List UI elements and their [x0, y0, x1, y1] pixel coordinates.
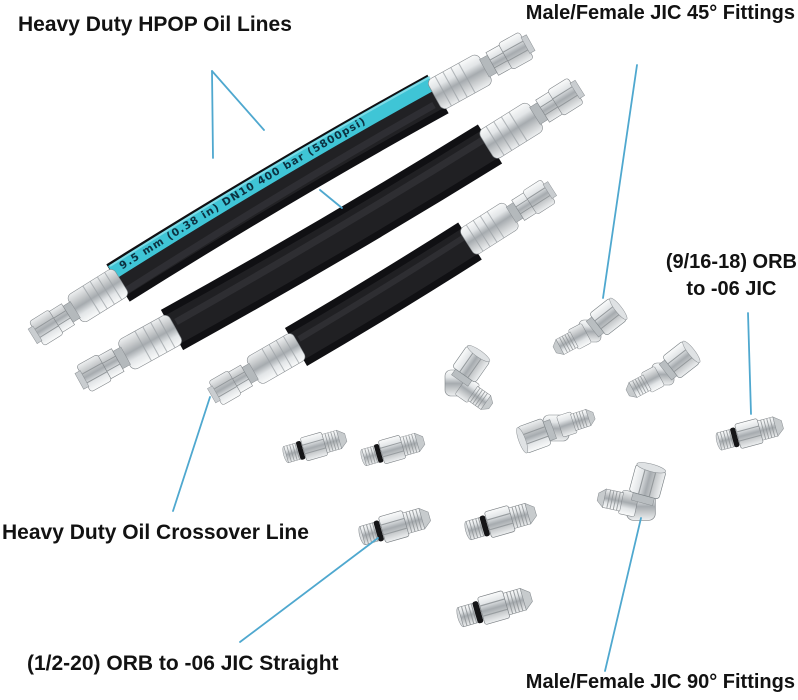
label-jic-45-fittings: Male/Female JIC 45° Fittings — [525, 2, 795, 24]
hose-spec-stripe: 9.5 mm (0.38 in) DN10 400 bar (5800psi) — [110, 77, 432, 273]
orb-straight-fitting-3 — [355, 502, 434, 550]
callout-lines — [172, 64, 752, 672]
label-hpop-oil-lines: Heavy Duty HPOP Oil Lines — [18, 13, 292, 36]
callout-hpop-line-b1 — [211, 70, 265, 131]
orb-straight-fitting-2 — [357, 428, 428, 471]
jic-90-fitting-3 — [594, 459, 668, 521]
hose-end-fitting — [23, 266, 131, 351]
orb-straight-fitting-5 — [453, 582, 536, 633]
callout-crossover — [172, 396, 211, 512]
callout-jic90 — [604, 517, 642, 672]
jic-45-fitting-1 — [549, 295, 631, 360]
jic-90-fitting-1 — [444, 342, 498, 416]
callout-jic45 — [602, 64, 638, 299]
label-oil-crossover-line: Heavy Duty Oil Crossover Line — [2, 521, 309, 544]
hose-end-fitting — [203, 331, 308, 410]
orb-916-fitting — [713, 411, 787, 455]
orb-straight-fitting-1 — [279, 425, 350, 468]
hose-end-fitting — [477, 72, 590, 162]
callout-hpop-line-a — [211, 70, 214, 159]
jic-45-fitting-2 — [622, 338, 704, 403]
hose-end-fitting — [70, 312, 185, 397]
jic-90-fitting-2 — [513, 404, 598, 456]
label-orb-916: (9/16-18) ORB to -06 JIC — [665, 251, 797, 300]
callout-orb12 — [239, 537, 379, 643]
hpop-oil-line-1: 9.5 mm (0.38 in) DN10 400 bar (5800psi) — [23, 27, 540, 351]
label-jic-90-fittings: Male/Female JIC 90° Fittings — [525, 671, 795, 693]
orb-straight-fitting-4 — [461, 497, 540, 545]
hpop-oil-line-2 — [70, 72, 590, 397]
hose-end-fitting — [457, 174, 562, 257]
callout-orb916 — [747, 312, 752, 415]
label-orb-12-straight: (1/2-20) ORB to -06 JIC Straight — [27, 652, 339, 675]
oil-crossover-line — [203, 174, 562, 410]
hose-end-fitting — [425, 27, 540, 112]
callout-hpop-line-b2 — [319, 189, 343, 209]
